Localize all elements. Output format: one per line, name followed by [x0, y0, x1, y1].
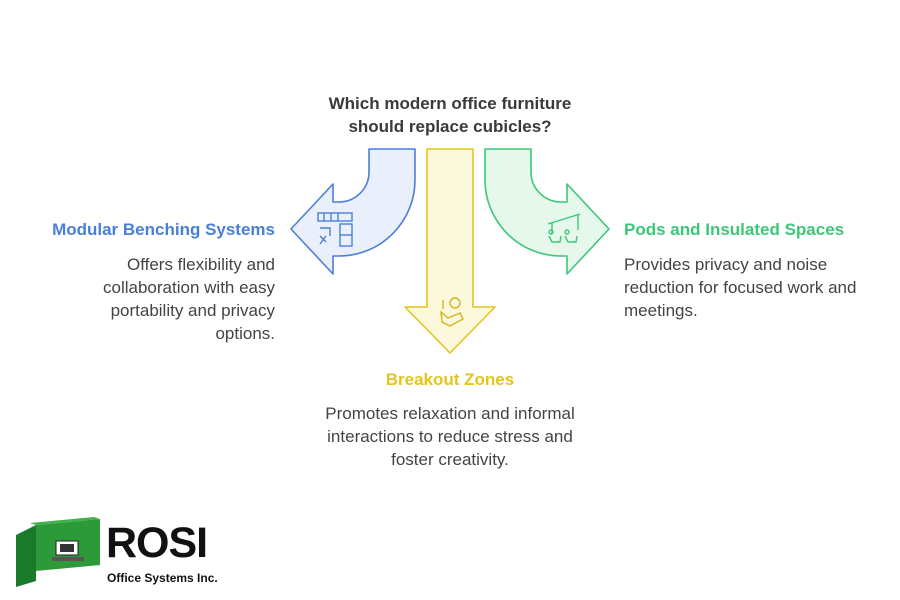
option-description-pods-insulated: Provides privacy and noise reduction for… [624, 255, 857, 320]
left-arrow [290, 148, 416, 275]
diagram-question: Which modern office furniture should rep… [328, 94, 572, 136]
option-title-breakout-zones: Breakout Zones [385, 370, 515, 389]
right-arrow [484, 148, 610, 275]
middle-arrow [404, 148, 496, 354]
option-description-modular-benching: Offers flexibility and collaboration wit… [103, 255, 275, 343]
cubicle-logo-icon [16, 517, 100, 587]
pod-seats-icon [547, 213, 581, 243]
logo-wordmark: ROSI [106, 519, 208, 567]
option-title-pods-insulated: Pods and Insulated Spaces [624, 220, 845, 239]
workstation-icon [317, 212, 353, 247]
option-title-modular-benching: Modular Benching Systems [52, 220, 275, 239]
option-description-breakout-zones: Promotes relaxation and informal interac… [325, 404, 575, 469]
logo-subtitle: Office Systems Inc. [107, 571, 218, 585]
lounge-icon [440, 297, 464, 327]
